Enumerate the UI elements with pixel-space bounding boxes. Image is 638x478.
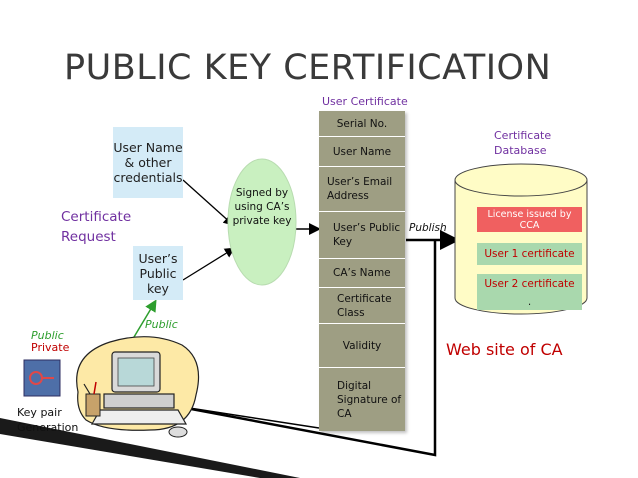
cert-field-validity: Validity xyxy=(319,324,405,368)
user-credentials-text: User Name & other credentials xyxy=(113,140,183,185)
certificate-request-label: Certificate Request xyxy=(61,209,132,245)
website-label: Web site of CA xyxy=(446,340,563,359)
connector-website-to-computer xyxy=(169,240,437,457)
computer-icon xyxy=(76,336,200,438)
page-title: PUBLIC KEY CERTIFICATION xyxy=(64,48,552,88)
arrow-credentials-to-oval xyxy=(182,179,234,226)
key-private-label: Private xyxy=(31,341,70,354)
cert-field-serial: Serial No. xyxy=(319,111,405,137)
signed-oval-shape xyxy=(227,158,297,286)
cert-field-class: Certificate Class xyxy=(319,288,405,324)
db-row-user1: User 1 certificate xyxy=(477,243,582,265)
signed-oval-text: Signed by using CA’s private key xyxy=(232,187,292,227)
connector-certificate-to-computer xyxy=(169,404,320,429)
key-icon xyxy=(23,359,61,397)
cert-field-ca-name: CA’s Name xyxy=(319,259,405,288)
key-pair-generation-label: Key pair Generation xyxy=(17,406,79,434)
cert-field-public-key: User’s Public Key xyxy=(319,212,405,259)
user-public-key-text: User’s Public key xyxy=(138,250,178,296)
db-row-license: License issued by CCA xyxy=(477,207,582,232)
decorative-wedge xyxy=(0,418,300,478)
user-certificate-table: Serial No. User Name User’s Email Addres… xyxy=(319,111,405,431)
arrow-pubkey-to-oval xyxy=(182,247,236,281)
public-arrow-label: Public xyxy=(145,318,178,331)
user-certificate-label: User Certificate xyxy=(322,95,408,108)
certificate-database-label: Certificate Database xyxy=(494,129,552,157)
db-row-more: . xyxy=(477,294,582,310)
user-public-key-box: User’s Public key xyxy=(133,246,183,300)
publish-label: Publish xyxy=(409,222,447,234)
cert-field-user-name: User Name xyxy=(319,137,405,167)
db-row-user2: User 2 certificate xyxy=(477,274,582,294)
user-credentials-box: User Name & other credentials xyxy=(113,127,183,198)
cert-field-email: User’s Email Address xyxy=(319,167,405,212)
key-public-label: Public xyxy=(31,329,64,342)
cert-field-digital-signature: Digital Signature of CA xyxy=(337,379,402,420)
